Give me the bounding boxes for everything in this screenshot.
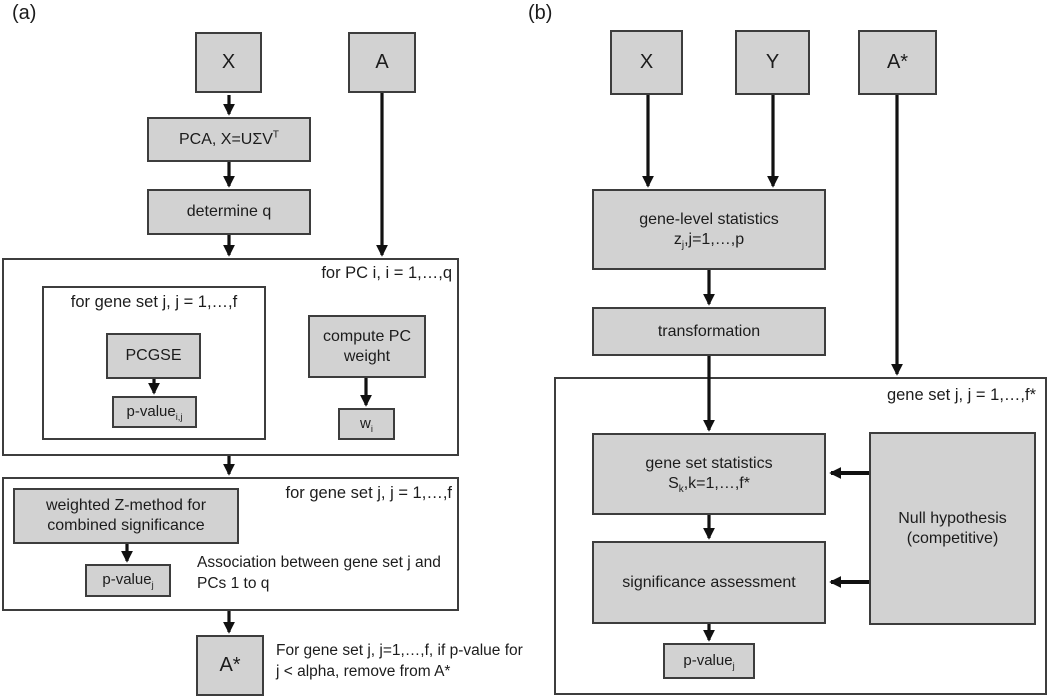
data-matrix-x-node-b: X xyxy=(610,30,683,95)
null-hypothesis-line1: Null hypothesis xyxy=(898,509,1007,527)
compute-pc-weight-line1: compute PC xyxy=(322,327,412,345)
gene-level-statistics-line1: gene-level statistics xyxy=(639,210,779,228)
compute-pc-weight-node: compute PC weight xyxy=(308,315,426,378)
annotation-astar-node-b: A* xyxy=(858,30,937,95)
phenotype-y-node: Y xyxy=(735,30,810,95)
association-note-line2: PCs 1 to q xyxy=(197,574,270,592)
gene-set-statistics-node: gene set statistics Sk,k=1,…,f* xyxy=(592,433,826,515)
significance-assessment-node: significance assessment xyxy=(592,541,826,624)
pc-weight-wi-label: wi xyxy=(360,414,373,434)
pvalue-ij-label: p-valuei,j xyxy=(126,402,183,422)
pvalue-j-node-a: p-valuej xyxy=(85,564,171,597)
geneset-loop-caption-b: gene set j, j = 1,…,f* xyxy=(886,386,1036,404)
gene-set-statistics-line2: Sk,k=1,…,f* xyxy=(668,475,750,496)
gene-level-statistics-line2: zj,j=1,…,p xyxy=(673,230,745,251)
pvalue-j-label-a: p-valuej xyxy=(102,571,154,591)
pca-node: PCA, X=UΣVT xyxy=(147,117,311,162)
weighted-z-line2: combined significance xyxy=(47,517,205,534)
pvalue-ij-node: p-valuei,j xyxy=(112,396,197,428)
determine-q-node: determine q xyxy=(147,189,311,235)
pcgse-node: PCGSE xyxy=(106,333,201,379)
compute-pc-weight-line2: weight xyxy=(343,347,391,365)
transformation-node: transformation xyxy=(592,307,826,356)
pca-node-label: PCA, X=UΣVT xyxy=(179,129,279,148)
association-note-line1: Association between gene set j and xyxy=(197,554,441,571)
pvalue-j-label-b: p-valuej xyxy=(683,651,735,671)
combine-loop-caption: for gene set j, j = 1,…,f xyxy=(285,484,452,502)
annotation-a-node: A xyxy=(348,32,416,93)
gene-level-statistics-node: gene-level statistics zj,j=1,…,p xyxy=(592,189,826,270)
filter-note-line2: j < alpha, remove from A* xyxy=(276,662,451,680)
null-hypothesis-node: Null hypothesis (competitive) xyxy=(869,432,1036,625)
gene-set-statistics-line1: gene set statistics xyxy=(645,455,773,472)
null-hypothesis-line2: (competitive) xyxy=(906,529,999,547)
weighted-z-line1: weighted Z-method for xyxy=(45,497,207,514)
output-astar-node-a: A* xyxy=(196,635,264,696)
association-note: Association between gene set j and PCs 1… xyxy=(197,553,441,595)
filter-note-line1: For gene set j, j=1,…,f, if p-value for xyxy=(276,642,523,659)
pvalue-j-node-b: p-valuej xyxy=(663,643,755,679)
pc-weight-wi-node: wi xyxy=(338,408,395,440)
data-matrix-x-node-a: X xyxy=(195,32,262,93)
pc-loop-caption: for PC i, i = 1,…,q xyxy=(321,264,452,282)
panel-a-label: (a) xyxy=(12,2,37,24)
filter-note: For gene set j, j=1,…,f, if p-value for … xyxy=(276,641,523,683)
geneset-loop-caption-a: for gene set j, j = 1,…,f xyxy=(70,293,238,311)
panel-b-label: (b) xyxy=(528,2,553,24)
weighted-z-method-node: weighted Z-method for combined significa… xyxy=(13,488,239,544)
